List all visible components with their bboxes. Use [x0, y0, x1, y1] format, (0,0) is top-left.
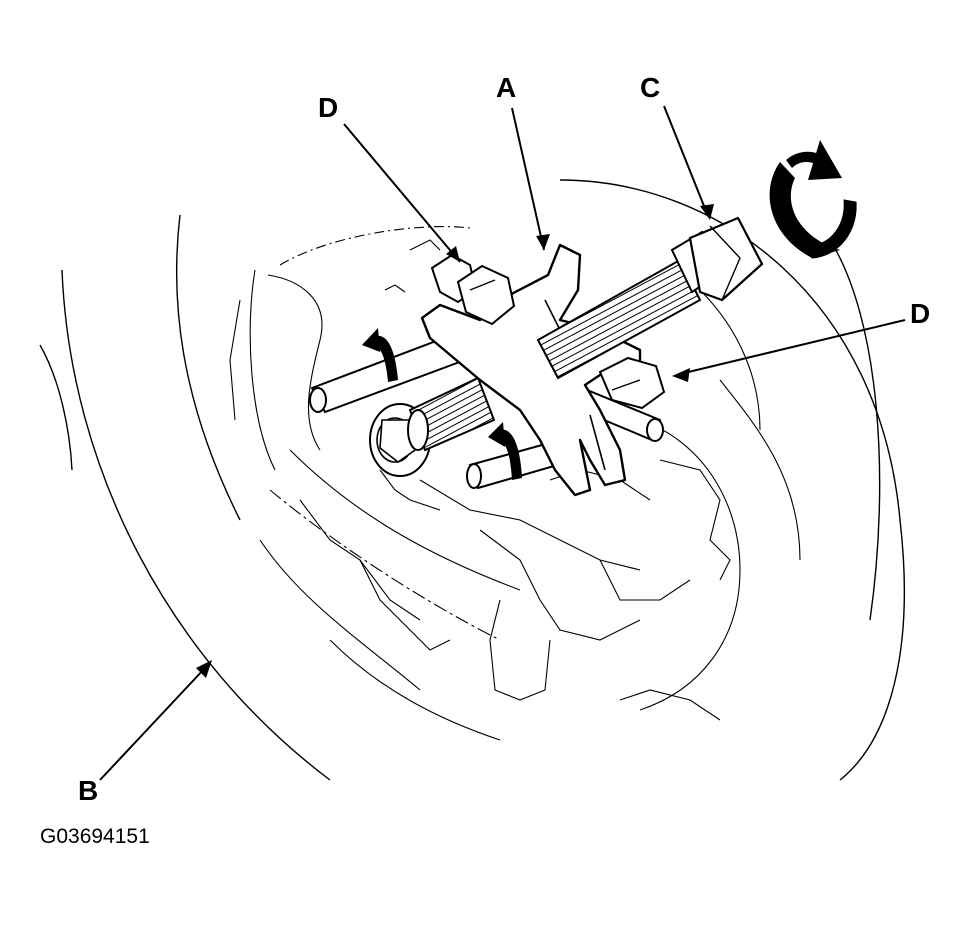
- leader-arrowheads: [196, 204, 714, 678]
- callout-a: A: [496, 72, 517, 103]
- hex-bolt-upper-left: [430, 253, 516, 326]
- puller-body: [420, 243, 642, 497]
- leader-lines: [99, 105, 906, 781]
- clockwise-rotation-arrow-icon: [769, 140, 857, 259]
- lower-thread: [407, 376, 496, 452]
- hex-bolt-right: [598, 356, 666, 410]
- figure-code: G03694151: [40, 825, 150, 848]
- callout-b: B: [78, 775, 99, 806]
- wheel-outline: [39, 179, 905, 781]
- rotation-arrow-left: [362, 328, 398, 382]
- callout-d-upper: D: [318, 92, 339, 123]
- callout-c: C: [640, 72, 661, 103]
- callout-d-right: D: [910, 298, 931, 329]
- hub-sketch: [229, 226, 801, 741]
- rotation-arrow-lower: [488, 422, 522, 480]
- center-forcing-bolt: [536, 216, 764, 380]
